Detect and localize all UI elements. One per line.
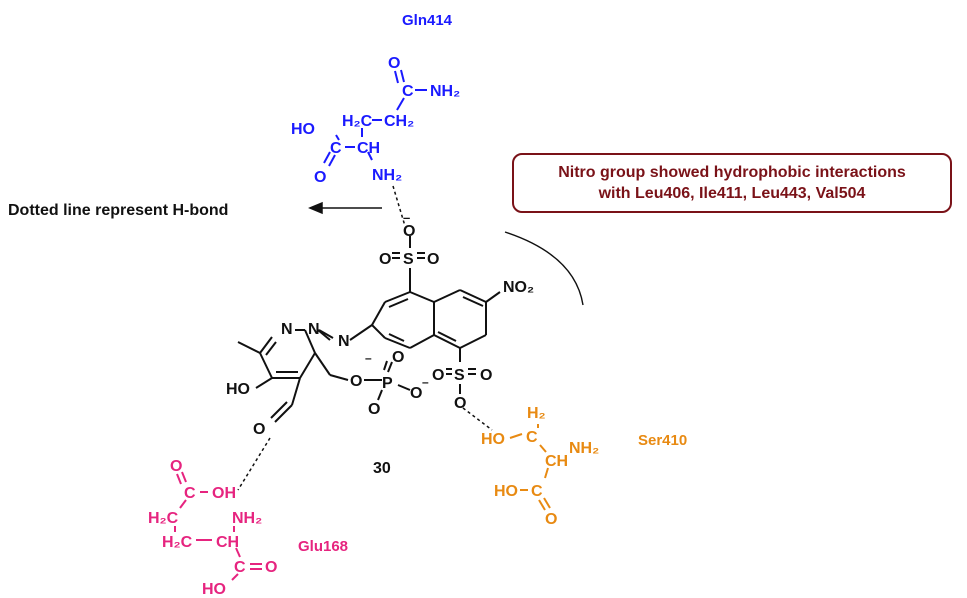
ser410-structure: H₂ HO C CH NH₂ HO C O: [481, 405, 599, 528]
sulfonate-bottom-s: S: [454, 367, 465, 384]
gln-amide-nh2: NH₂: [430, 83, 460, 100]
glu-h2c-upper: H₂C: [148, 510, 179, 527]
residue-label-glu168: Glu168: [298, 538, 349, 555]
ser-side-c: C: [526, 429, 538, 446]
phosphate-o-right: O: [410, 385, 422, 402]
glu-nh2: NH₂: [232, 510, 262, 527]
aldehyde-o: O: [253, 421, 265, 438]
sulfonate-top-o-left: O: [379, 251, 391, 268]
glu-h2c-lower: H₂C: [162, 534, 193, 551]
ester-o: O: [350, 373, 362, 390]
molecule-atoms: O – O S O NO₂ N N N – HO O O P O O O – O…: [226, 210, 534, 477]
compound-number: 30: [373, 460, 391, 477]
gln-h2c-left: H₂C: [342, 113, 373, 130]
ser-acid-o: O: [545, 511, 557, 528]
gln-acid-c: C: [330, 140, 342, 157]
azo-n2: N: [308, 321, 320, 338]
note-line-2: with Leu406, Ile411, Leu443, Val504: [598, 185, 866, 202]
sulfonate-top-s: S: [403, 251, 414, 268]
azo-n1: N: [338, 333, 350, 350]
glu-ho-bottom: HO: [202, 581, 226, 598]
hydrophobic-note-box: Nitro group showed hydrophobic interacti…: [512, 153, 952, 213]
ser-alpha-ch: CH: [545, 453, 568, 470]
note-line-1: Nitro group showed hydrophobic interacti…: [558, 164, 906, 181]
pyridine-n: N: [281, 321, 293, 338]
phosphorus: P: [382, 375, 393, 392]
hbond-caption: Dotted line represent H-bond: [8, 202, 229, 219]
glu-acid-c-bottom: C: [234, 559, 246, 576]
residue-label-gln414: Gln414: [402, 12, 453, 29]
glu-acid-o-bottom: O: [265, 559, 277, 576]
gln414-structure: O C NH₂ CH₂ H₂C HO C CH O NH₂: [291, 55, 460, 186]
gln-ch2-right: CH₂: [384, 113, 414, 130]
ser-ho-side: HO: [481, 431, 505, 448]
phosphate-o-bottom: O: [368, 401, 380, 418]
glu-acid-c-top: C: [184, 485, 196, 502]
gln-amide-c: C: [402, 83, 414, 100]
glu-oh-top: OH: [212, 485, 236, 502]
glu-carbonyl-o: O: [170, 458, 182, 475]
sulfonate-o-minus: O: [403, 223, 415, 240]
gln-alpha-ch: CH: [357, 140, 380, 157]
gln-amine-nh2: NH₂: [372, 167, 402, 184]
charge-minus: –: [403, 210, 410, 225]
ser-nh2: NH₂: [569, 440, 599, 457]
azo-charge: –: [365, 351, 372, 365]
sulfonate-bottom-o-right: O: [480, 367, 492, 384]
hydrophobic-arc: [504, 231, 584, 306]
sulfonate-bottom-o-left: O: [432, 367, 444, 384]
ser-acid-c: C: [531, 483, 543, 500]
glu-alpha-ch: CH: [216, 534, 239, 551]
phosphate-o-top: O: [392, 349, 404, 366]
sulfonate-top-o-right: O: [427, 251, 439, 268]
nitro-group: NO₂: [503, 279, 534, 296]
sulfonate-bottom-o-minus: O: [454, 395, 466, 412]
ser-ho-acid: HO: [494, 483, 518, 500]
hbond-lines: [237, 185, 493, 491]
glu168-structure: O C OH H₂C NH₂ H₂C CH C O HO: [148, 458, 277, 598]
gln-ho: HO: [291, 121, 315, 138]
caption-arrow: [308, 201, 382, 215]
gln-acid-o: O: [314, 169, 326, 186]
ser-h2: H₂: [527, 405, 546, 422]
gln-carbonyl-o: O: [388, 55, 400, 72]
phosphate-charge: –: [422, 375, 429, 389]
phenol-oh: HO: [226, 381, 250, 398]
residue-label-ser410: Ser410: [638, 432, 688, 449]
